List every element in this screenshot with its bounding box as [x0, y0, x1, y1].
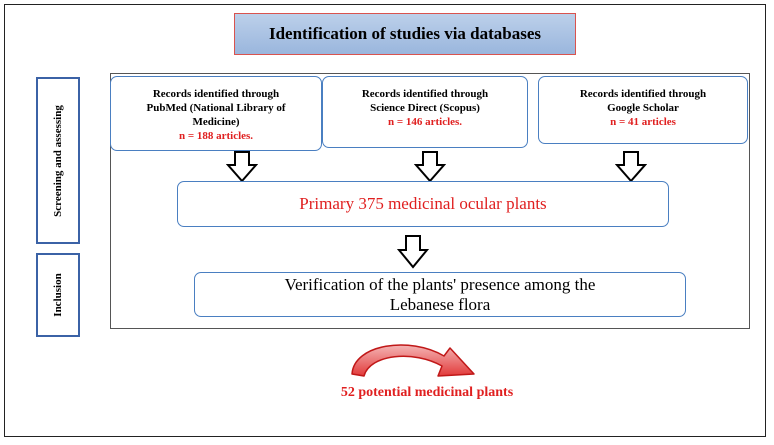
- source-label-line: Records identified through: [361, 88, 489, 100]
- source-count: n = 188 articles.: [178, 130, 254, 142]
- source-label-line: Science Direct (Scopus): [370, 102, 480, 114]
- down-arrow-icon: [414, 151, 446, 183]
- source-label-line: PubMed (National Library of: [146, 102, 286, 114]
- result-text: 52 potential medicinal plants: [340, 385, 514, 400]
- diagram-title: Identification of studies via databases: [234, 13, 576, 55]
- source-label-line: Google Scholar: [607, 102, 679, 114]
- curved-arrow-icon: [351, 344, 475, 377]
- phase-screening: Screening and assessing: [36, 77, 80, 244]
- source-label-line: Records identified through: [579, 88, 707, 100]
- verification-text-line: Lebanese flora: [389, 294, 491, 314]
- phase-inclusion: Inclusion: [36, 253, 80, 337]
- source-count: n = 146 articles.: [387, 116, 463, 128]
- primary-plants-box: Primary 375 medicinal ocular plants: [177, 181, 669, 227]
- down-arrow-icon: [397, 235, 429, 269]
- source-label-line: Medicine): [192, 116, 240, 128]
- verification-text-line: Verification of the plants' presence amo…: [284, 274, 596, 294]
- verification-box: Verification of the plants' presence amo…: [194, 272, 686, 317]
- source-label-line: Records identified through: [152, 88, 280, 100]
- source-box-pubmed: Records identified through PubMed (Natio…: [110, 76, 322, 151]
- primary-plants-text: Primary 375 medicinal ocular plants: [299, 194, 547, 213]
- down-arrow-icon: [615, 151, 647, 183]
- phase-inclusion-label: Inclusion: [52, 273, 64, 317]
- source-box-sciencedirect: Records identified through Science Direc…: [322, 76, 528, 148]
- flow-container: [110, 73, 750, 329]
- phase-screening-label: Screening and assessing: [52, 104, 64, 217]
- diagram-frame: [4, 4, 766, 437]
- source-box-googlescholar: Records identified through Google Schola…: [538, 76, 748, 144]
- down-arrow-icon: [226, 151, 258, 183]
- source-count: n = 41 articles: [610, 116, 676, 128]
- diagram-title-text: Identification of studies via databases: [268, 24, 542, 43]
